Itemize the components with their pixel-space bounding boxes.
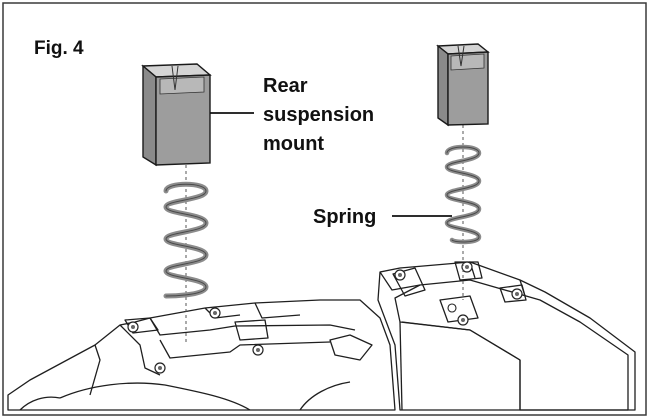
rear-suspension-mount-right: [436, 43, 490, 127]
figure-frame: [2, 2, 647, 416]
rear-suspension-mount-left: [141, 63, 212, 167]
spring-left: [163, 181, 209, 299]
figure-title: Fig. 4: [34, 38, 84, 59]
mount-label-line-2: suspension: [263, 104, 374, 126]
spring-label: Spring: [313, 206, 376, 228]
chassis-base: [7, 261, 636, 411]
mount-label-line-3: mount: [263, 133, 324, 155]
mount-label-line-1: Rear: [263, 75, 308, 97]
spring-right: [444, 144, 482, 245]
